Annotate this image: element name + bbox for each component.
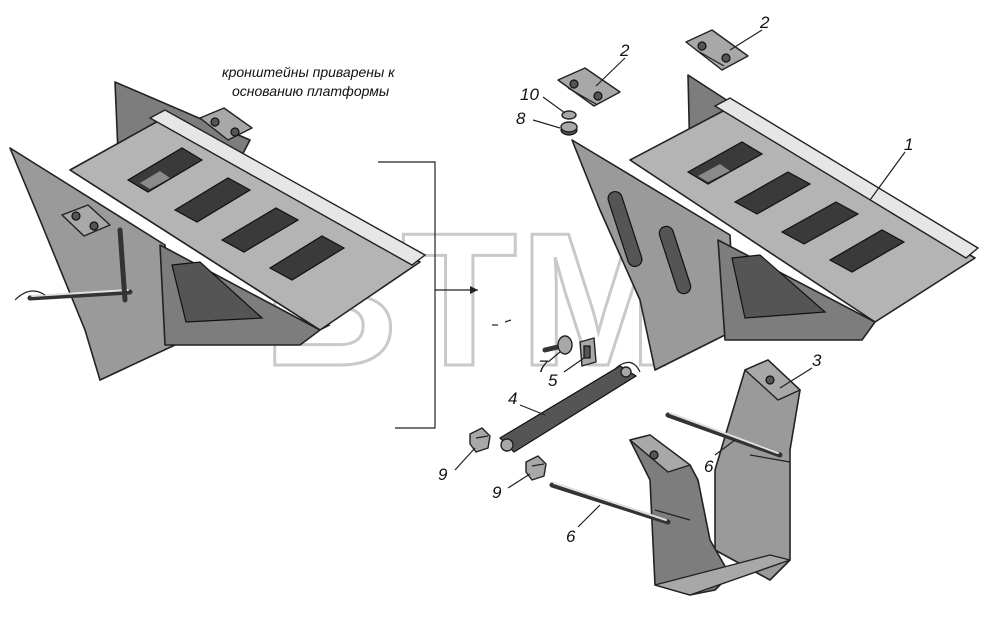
u-bracket-3 bbox=[629, 359, 801, 596]
deck-slot bbox=[780, 201, 860, 245]
front-side-plate bbox=[9, 147, 176, 381]
label-4: 4 bbox=[508, 389, 517, 408]
deck-slots bbox=[126, 147, 346, 281]
deck-slot bbox=[173, 177, 252, 223]
weld-note: кронштейны приварены к основанию платфор… bbox=[222, 64, 396, 99]
locking-rod bbox=[14, 227, 133, 303]
strap-4 bbox=[499, 361, 641, 453]
part-labels: 2 2 10 8 1 3 7 5 4 9 9 6 6 bbox=[438, 13, 913, 546]
plate-5 bbox=[579, 337, 597, 367]
label-9b: 9 bbox=[492, 483, 502, 502]
label-6a: 6 bbox=[704, 457, 714, 476]
side-oval-slot bbox=[607, 190, 643, 268]
label-9a: 9 bbox=[438, 465, 448, 484]
weld-note-line2: основанию платформы bbox=[232, 83, 390, 99]
deck-rail-exploded bbox=[713, 97, 980, 259]
deck-slot bbox=[268, 235, 346, 281]
clamp-2b bbox=[685, 29, 749, 71]
side-clamp bbox=[61, 204, 111, 237]
label-8: 8 bbox=[516, 109, 526, 128]
label-10: 10 bbox=[520, 85, 539, 104]
label-3: 3 bbox=[812, 351, 822, 370]
nut-8 bbox=[560, 121, 578, 136]
exploded-platform-1 bbox=[571, 74, 980, 371]
stud-6a bbox=[665, 412, 783, 458]
label-1: 1 bbox=[904, 135, 913, 154]
clamp-2a bbox=[557, 67, 621, 107]
welded-clamp-left bbox=[199, 107, 253, 141]
washer-10 bbox=[561, 110, 577, 120]
assembled-platform-view bbox=[9, 81, 427, 381]
stud-6b bbox=[549, 482, 671, 525]
weld-note-line1: кронштейны приварены к bbox=[222, 64, 396, 80]
label-2a: 2 bbox=[619, 41, 630, 60]
triangle-cutout-exploded bbox=[731, 254, 827, 319]
side-oval-slot bbox=[658, 225, 692, 295]
triangle-cutout bbox=[171, 261, 264, 323]
label-5: 5 bbox=[548, 371, 558, 390]
deck-slots-exploded bbox=[686, 141, 906, 273]
deck-slot bbox=[220, 207, 300, 253]
explode-bracket bbox=[378, 161, 512, 429]
deck-slot bbox=[828, 229, 906, 273]
label-6b: 6 bbox=[566, 527, 576, 546]
deck-slot bbox=[733, 171, 812, 215]
label-2b: 2 bbox=[759, 13, 770, 32]
nut-9a bbox=[469, 427, 491, 453]
bolt-7 bbox=[542, 335, 573, 355]
deck-rail bbox=[148, 109, 427, 266]
label-7: 7 bbox=[538, 357, 548, 376]
leader-lines bbox=[454, 29, 906, 528]
nut-9b bbox=[525, 455, 547, 481]
